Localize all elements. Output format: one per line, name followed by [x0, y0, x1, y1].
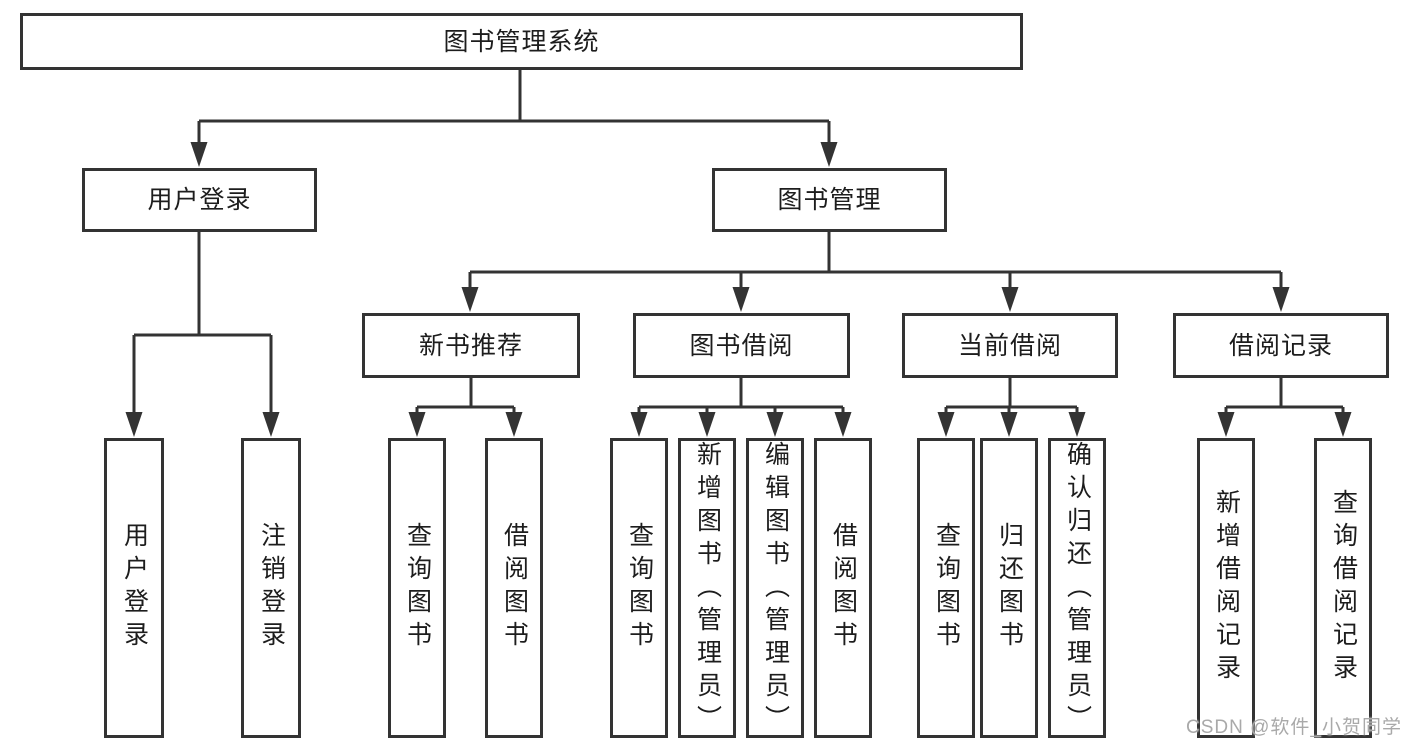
leaf-nb-borrow-books: 借阅图书 [485, 438, 543, 738]
leaf-bb-query-books: 查询图书 [610, 438, 668, 738]
leaf-br-add-record: 新增借阅记录 [1197, 438, 1255, 738]
node-user-login: 用户登录 [82, 168, 317, 232]
node-new-book-recommend: 新书推荐 [362, 313, 580, 378]
leaf-cb-query-books: 查询图书 [917, 438, 975, 738]
leaf-bb-edit-books-admin: 编辑图书（管理员） [746, 438, 804, 738]
node-book-borrowing: 图书借阅 [633, 313, 850, 378]
node-library-management-system: 图书管理系统 [20, 13, 1023, 70]
leaf-cb-return-books: 归还图书 [980, 438, 1038, 738]
node-borrowing-records: 借阅记录 [1173, 313, 1389, 378]
leaf-logout: 注销登录 [241, 438, 301, 738]
leaf-nb-query-books: 查询图书 [388, 438, 446, 738]
leaf-bb-add-books-admin: 新增图书（管理员） [678, 438, 736, 738]
node-book-management: 图书管理 [712, 168, 947, 232]
watermark: CSDN @软件_小贺同学 [1186, 717, 1402, 738]
node-current-borrowing: 当前借阅 [902, 313, 1118, 378]
leaf-user-login: 用户登录 [104, 438, 164, 738]
leaf-cb-confirm-return-admin: 确认归还（管理员） [1048, 438, 1106, 738]
leaf-br-query-record: 查询借阅记录 [1314, 438, 1372, 738]
leaf-bb-borrow-books: 借阅图书 [814, 438, 872, 738]
